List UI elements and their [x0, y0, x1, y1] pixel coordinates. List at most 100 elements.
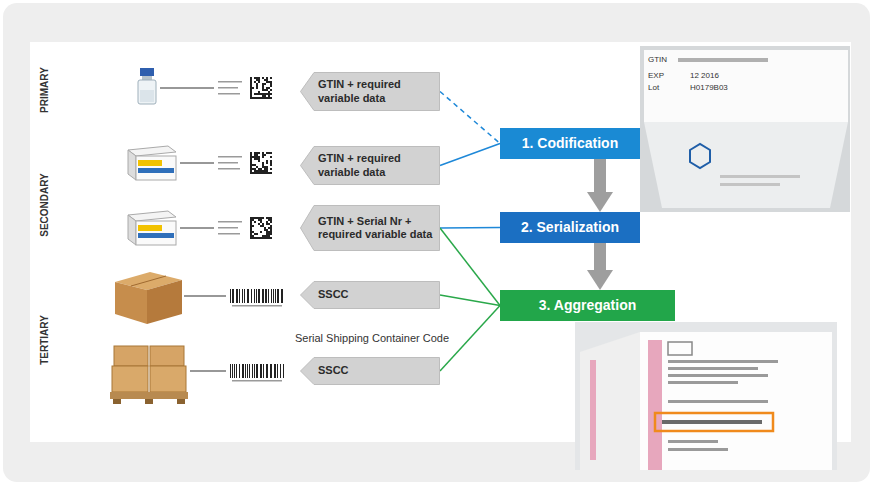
matrix-code [268, 87, 270, 89]
matrix-code [250, 166, 252, 168]
data-tag-box: SSCC [300, 357, 440, 385]
matrix-code [266, 81, 268, 83]
box-label: SSCC [300, 360, 440, 381]
linear-barcode [256, 364, 258, 378]
matrix-code [254, 93, 256, 95]
matrix-code [262, 172, 264, 174]
matrix-code [250, 162, 252, 164]
vial-icon [138, 68, 156, 104]
vial-icon [140, 90, 154, 102]
link-line [440, 227, 500, 229]
matrix-code [252, 235, 254, 237]
matrix-code [256, 233, 258, 235]
matrix-code [266, 97, 268, 99]
linear-barcode [236, 289, 238, 303]
linear-barcode [283, 364, 284, 378]
tag-outline [301, 73, 440, 111]
matrix-code [266, 79, 268, 81]
matrix-code [260, 93, 262, 95]
linear-barcode [266, 364, 268, 378]
matrix-code [258, 223, 260, 225]
link-line [440, 92, 500, 144]
linear-barcode [270, 364, 272, 378]
linear-barcode [265, 289, 267, 303]
matrix-code [256, 237, 258, 239]
photo-text: EXP [648, 72, 664, 81]
process-step-box: 2. Serialization [500, 212, 640, 243]
matrix-code [258, 93, 260, 95]
matrix-code [250, 231, 252, 233]
matrix-code [270, 77, 272, 79]
matrix-code [250, 158, 252, 160]
linear-barcode [232, 364, 233, 378]
matrix-code [262, 89, 264, 91]
matrix-code [250, 79, 252, 81]
matrix-code [256, 83, 258, 85]
product-photo [690, 144, 710, 168]
linear-barcode [245, 364, 246, 378]
vial-icon [142, 76, 152, 80]
matrix-code [268, 95, 270, 97]
matrix-code [254, 158, 256, 160]
matrix-code [258, 170, 260, 172]
matrix-code [266, 231, 268, 233]
matrix-code [254, 154, 256, 156]
linear-barcode [230, 364, 284, 378]
matrix-code [268, 172, 270, 174]
box-label: SSCC [300, 284, 440, 305]
matrix-code [256, 166, 258, 168]
matrix-code [250, 77, 272, 99]
linear-barcode [274, 364, 276, 378]
matrix-code [268, 233, 270, 235]
data-tag-box: GTIN + required variable data [300, 72, 440, 111]
matrix-code [254, 237, 256, 239]
matrix-code [256, 156, 258, 158]
matrix-code [262, 164, 264, 166]
tier-label: PRIMARY [39, 67, 50, 113]
matrix-code [252, 219, 254, 221]
linear-barcode [242, 289, 243, 303]
matrix-code [250, 233, 252, 235]
process-step-box: 1. Codification [500, 128, 640, 159]
matrix-code [250, 156, 252, 158]
fine-print [218, 233, 240, 235]
matrix-code [256, 170, 258, 172]
matrix-code [262, 85, 264, 87]
product-photo [644, 122, 848, 208]
matrix-code [266, 93, 268, 95]
linear-barcode [236, 364, 237, 378]
carton-icon [128, 146, 176, 180]
product-photo [668, 448, 728, 451]
matrix-code [262, 154, 264, 156]
matrix-code [250, 219, 252, 221]
matrix-code [268, 93, 270, 95]
matrix-code [260, 97, 262, 99]
matrix-code [258, 219, 260, 221]
fine-print [218, 221, 242, 223]
matrix-code [254, 217, 256, 219]
matrix-code [250, 168, 252, 170]
photo-text: 12 2016 [690, 72, 719, 81]
matrix-code [250, 89, 252, 91]
data-tag-box: GTIN + required variable data [300, 146, 440, 185]
matrix-code [260, 168, 262, 170]
fine-print [218, 81, 242, 83]
link-line [440, 228, 500, 306]
matrix-code [252, 172, 254, 174]
product-photo [580, 332, 640, 470]
matrix-code [264, 172, 266, 174]
matrix-code [266, 87, 268, 89]
matrix-code [250, 152, 272, 174]
matrix-code [258, 237, 260, 239]
linear-barcode [254, 364, 255, 378]
matrix-code [258, 168, 260, 170]
matrix-code [270, 164, 272, 166]
matrix-code [262, 156, 264, 158]
matrix-code [258, 158, 260, 160]
matrix-code [250, 154, 252, 156]
matrix-code [264, 170, 266, 172]
shipping-case-icon [115, 272, 182, 324]
pallet-icon [110, 346, 188, 404]
vial-icon [138, 80, 156, 104]
